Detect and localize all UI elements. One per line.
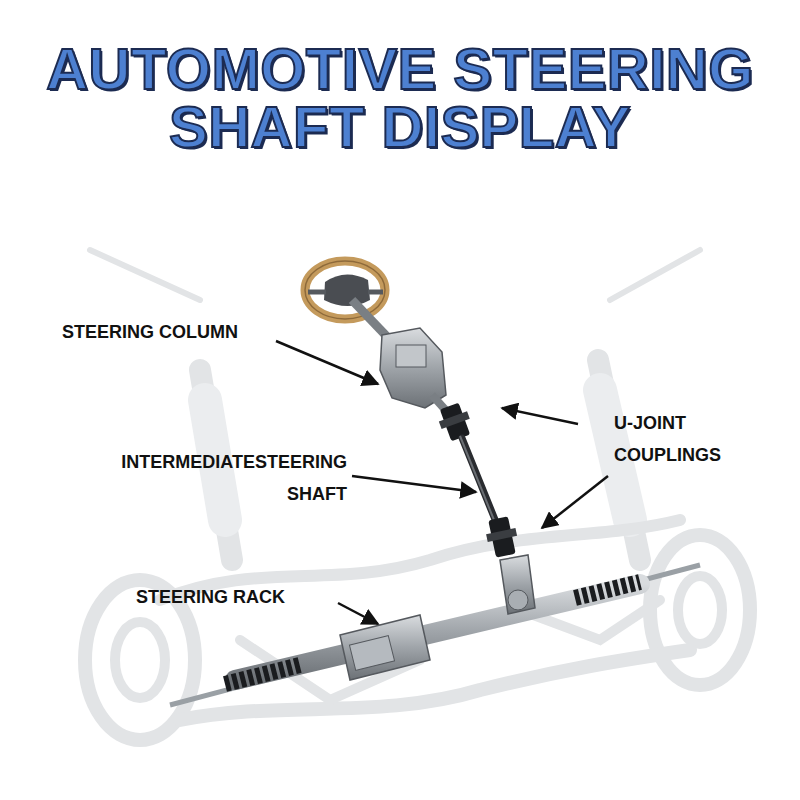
title: AUTOMOTIVE STEERING SHAFT DISPLAY bbox=[20, 40, 780, 156]
steering-rack bbox=[170, 555, 700, 705]
intermediate-shaft bbox=[460, 436, 496, 522]
part-label: INTERMEDIATESTEERING SHAFT bbox=[60, 446, 347, 510]
leader-arrow bbox=[338, 603, 378, 624]
leader-arrow bbox=[542, 476, 608, 528]
steering-wheel bbox=[305, 261, 385, 319]
steering-column bbox=[352, 300, 450, 415]
leader-arrow bbox=[502, 408, 578, 424]
part-label: STEERING COLUMN bbox=[62, 316, 292, 348]
upper-u-joint bbox=[439, 403, 470, 442]
lower-u-joint bbox=[486, 516, 517, 557]
leader-arrow bbox=[352, 476, 476, 492]
part-label: U-JOINT COUPLINGS bbox=[614, 407, 764, 471]
part-label: STEERING RACK bbox=[136, 581, 336, 613]
leader-arrows bbox=[276, 341, 608, 624]
leader-arrow bbox=[276, 341, 378, 384]
